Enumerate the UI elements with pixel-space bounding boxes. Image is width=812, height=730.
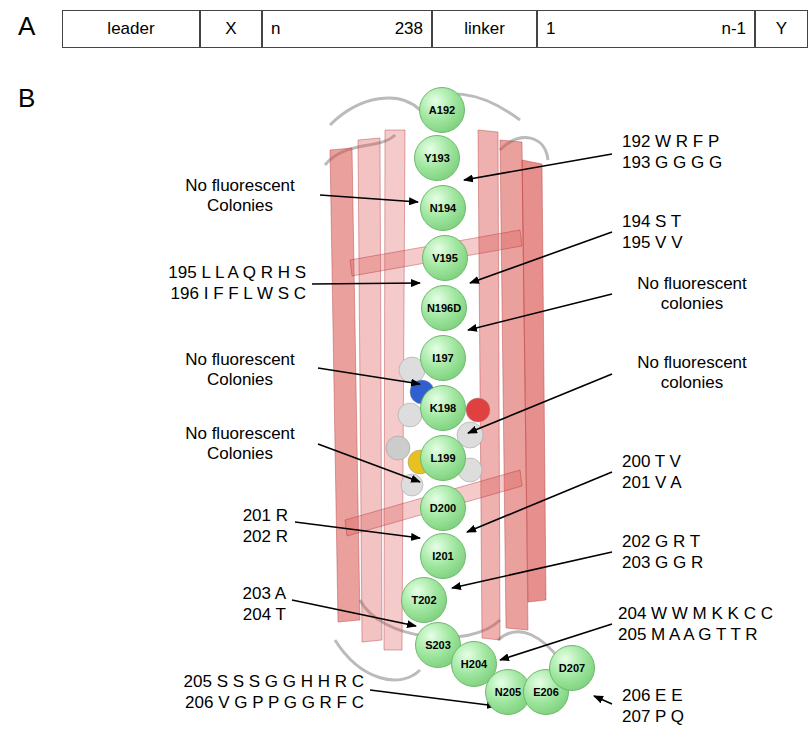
residue-sphere: I201 xyxy=(420,533,466,579)
mutation-callout: 203 A xyxy=(243,584,287,604)
mutation-callout: No fluorescent colonies xyxy=(622,274,762,314)
residue-sphere: I197 xyxy=(420,335,466,381)
mutation-callout: 195 V V xyxy=(622,233,683,253)
mutation-callout: 203 G G R xyxy=(622,553,703,573)
residue-label: D207 xyxy=(559,662,585,674)
segment-label: Y xyxy=(776,19,787,39)
construct-segment: X xyxy=(200,10,262,48)
mutation-callout: 195 L L A Q R H S xyxy=(168,263,306,283)
mutation-callout: 202 G R T xyxy=(622,532,700,552)
mutation-callout: No fluorescent Colonies xyxy=(170,350,310,390)
segment-label: linker xyxy=(464,19,505,39)
mutation-callout: 196 I F F L W S C xyxy=(171,284,306,304)
construct-segment: Y xyxy=(755,10,808,48)
residue-label: K198 xyxy=(430,402,456,414)
mutation-callout: 201 V A xyxy=(622,473,682,493)
mutation-callout: 194 S T xyxy=(622,212,681,232)
mutation-callout: 205 S S S G G H H R C xyxy=(184,672,364,692)
mutation-callout: 204 T xyxy=(243,605,286,625)
residue-label: T202 xyxy=(411,594,436,606)
segment-label: n-1 xyxy=(721,19,746,39)
segment-label: 238 xyxy=(395,19,423,39)
mutation-callout: No fluorescent Colonies xyxy=(170,176,310,216)
mutation-callout: 192 W R F P xyxy=(622,132,719,152)
residue-sphere: N194 xyxy=(420,185,466,231)
mutation-callout: 205 M A A G T T R xyxy=(618,625,758,645)
mutation-callout: 193 G G G G xyxy=(622,153,722,173)
segment-label: X xyxy=(225,19,236,39)
residue-label: V195 xyxy=(432,252,458,264)
residue-sphere: V195 xyxy=(422,235,468,281)
mutation-callout: 200 T V xyxy=(622,452,681,472)
residue-label: N194 xyxy=(430,202,456,214)
mutation-callout: 206 V G P P G G R F C xyxy=(185,693,364,713)
residue-sphere: A192 xyxy=(419,87,465,133)
panel-letter: A xyxy=(18,16,35,36)
construct-segment: linker xyxy=(432,10,537,48)
residue-sphere: T202 xyxy=(401,577,447,623)
mutation-callout: 202 R xyxy=(243,527,288,547)
residue-sphere: N196D xyxy=(421,285,467,331)
residue-label: I197 xyxy=(432,352,453,364)
panel-letter: B xyxy=(18,88,35,108)
residue-label: N205 xyxy=(495,686,521,698)
segment-label: 1 xyxy=(546,19,555,39)
residue-label: D200 xyxy=(430,502,456,514)
residue-label: A192 xyxy=(429,104,455,116)
mutation-callout: 204 W W M K K C C xyxy=(618,604,773,624)
residue-sphere: Y193 xyxy=(414,135,460,181)
construct-segment: n 238 xyxy=(262,10,432,48)
residue-label: E206 xyxy=(533,686,559,698)
residue-label: Y193 xyxy=(424,152,450,164)
residue-label: S203 xyxy=(425,639,451,651)
mutation-callout: 207 P Q xyxy=(622,707,684,727)
residue-sphere: D207 xyxy=(549,645,595,691)
residue-sphere: L199 xyxy=(420,435,466,481)
mutation-callout: 206 E E xyxy=(622,686,683,706)
residue-label: L199 xyxy=(430,452,455,464)
mutation-callout: No fluorescent colonies xyxy=(622,353,762,393)
segment-label: n xyxy=(271,19,280,39)
residue-sphere: K198 xyxy=(420,385,466,431)
mutation-callout: No fluorescent Colonies xyxy=(170,424,310,464)
residue-sphere: D200 xyxy=(420,485,466,531)
construct-segment: 1 n-1 xyxy=(537,10,755,48)
construct-segment: leader xyxy=(62,10,200,48)
residue-label: N196D xyxy=(427,302,461,314)
segment-label: leader xyxy=(107,19,154,39)
residue-label: H204 xyxy=(461,658,487,670)
residue-label: I201 xyxy=(432,550,453,562)
mutation-callout: 201 R xyxy=(243,506,288,526)
